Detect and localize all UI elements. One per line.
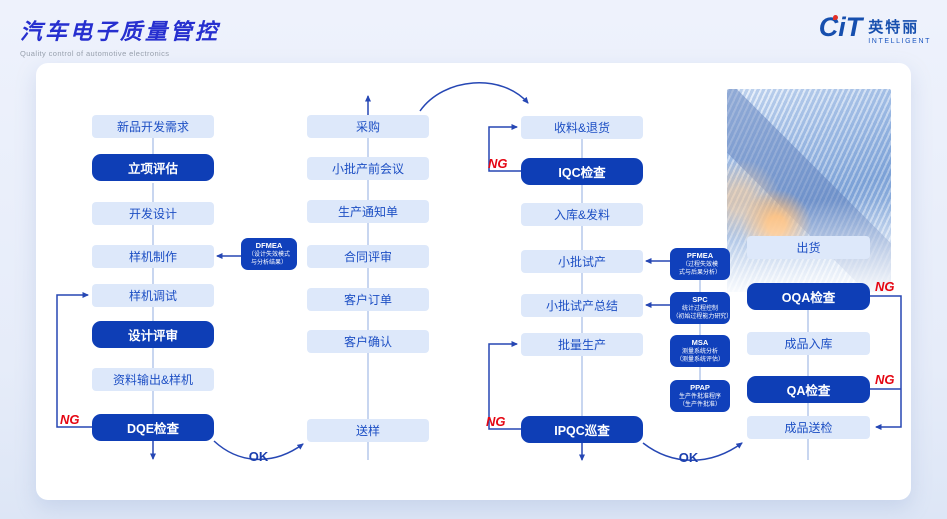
msa-badge: MSA 测量系统分析 （测量系统评估） [670,335,730,368]
flow-arrows [56,82,902,461]
page-header: 汽车电子质量管控 Quality control of automotive e… [20,14,220,58]
node-customer-order: 客户订单 [307,288,429,311]
company-logo: CiT 英特丽 INTELLIGENT [818,12,931,46]
node-qa-inspection: QA检查 [747,376,870,403]
node-warehousing-issuing: 入库&发料 [521,203,643,226]
node-ipqc-inspection: IPQC巡查 [521,416,643,443]
dfmea-title: DFMEA [255,241,283,250]
ng-loop-iqc [488,124,521,172]
node-oqa-inspection: OQA检查 [747,283,870,310]
node-design-review: 设计评审 [92,321,214,348]
logo-dot-icon [832,15,838,20]
node-project-evaluation: 立项评估 [92,154,214,181]
ppap-badge: PPAP 生产件批准程序 （生产件批准） [670,380,730,413]
node-mass-production: 批量生产 [521,333,643,356]
ok-label-dqe: OK [248,449,269,464]
ng-label-qa: NG [875,372,895,387]
ng-label-ipqc: NG [486,414,506,429]
logo-tagline: INTELLIGENT [868,38,931,45]
pcb-photo [727,89,891,292]
column-connectors [152,138,809,460]
ng-loop-dqe [56,292,92,428]
node-shipment: 出货 [747,236,870,259]
page-title: 汽车电子质量管控 [20,19,221,44]
pfmea-badge: PFMEA （过程失效模 式与后果分析） [670,248,730,281]
node-prototype-production: 样机制作 [92,245,214,268]
node-data-output-prototype: 资料输出&样机 [92,368,214,391]
msa-title: MSA [691,338,709,347]
node-receiving-returns: 收料&退货 [521,116,643,139]
ppap-title: PPAP [690,383,710,392]
spc-title: SPC [692,295,708,304]
node-sample-delivery: 送样 [307,419,429,442]
arc-purchasing-receiving [419,82,529,112]
node-prototype-debugging: 样机调试 [92,284,214,307]
node-production-notice: 生产通知单 [307,200,429,223]
node-small-batch-trial-summary: 小批试产总结 [521,294,643,317]
logo-brand: CiT [818,12,863,42]
dfmea-badge: DFMEA （设计失效模式 与分析结果） [241,238,297,271]
ng-loop-ipqc [488,341,521,430]
node-customer-confirmation: 客户确认 [307,330,429,353]
pfmea-title: PFMEA [686,251,714,260]
node-iqc-inspection: IQC检查 [521,158,643,185]
ng-label-iqc: NG [488,156,508,171]
node-contract-review: 合同评审 [307,245,429,268]
node-purchasing: 采购 [307,115,429,138]
node-dqe-inspection: DQE检查 [92,414,214,441]
flowchart-card: 新品开发需求 立项评估 开发设计 样机制作 样机调试 设计评审 资料输出&样机 … [36,63,911,500]
ok-curve-ipqc [642,442,743,461]
logo-name: 英特丽 [868,19,920,36]
node-pre-production-meeting: 小批产前会议 [307,157,429,180]
node-development-design: 开发设计 [92,202,214,225]
node-finished-goods-inspection: 成品送检 [747,416,870,439]
ok-curve-dqe [213,440,304,461]
ok-label-ipqc: OK [678,450,699,465]
ng-label-dqe: NG [60,412,80,427]
ng-label-oqa: NG [875,279,895,294]
node-finished-goods-warehousing: 成品入库 [747,332,870,355]
node-new-product-requirement: 新品开发需求 [92,115,214,138]
flow-connectors [56,82,902,461]
spc-badge: SPC 统计过程控制 （初始过程能力研究） [670,292,732,325]
ng-loop-oqa [870,295,902,430]
page-subtitle: Quality control of automotive electronic… [20,49,170,58]
node-small-batch-trial: 小批试产 [521,250,643,273]
